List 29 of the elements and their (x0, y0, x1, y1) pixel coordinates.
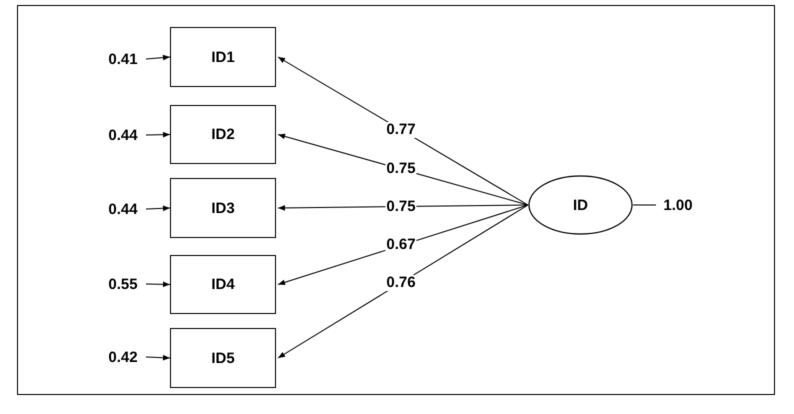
arrow (146, 54, 170, 60)
connector-line (632, 204, 656, 206)
variable-box (170, 105, 276, 164)
edge-label: 0.75 (385, 161, 417, 178)
variable-label: ID (573, 196, 588, 214)
arrow (278, 56, 528, 206)
variable-box (170, 255, 276, 314)
arrow (146, 354, 170, 360)
variable-label: ID2 (211, 126, 235, 143)
value-text: 1.00 (663, 196, 693, 214)
variable-box (170, 328, 276, 388)
value-text: 0.41 (108, 50, 138, 68)
arrow (278, 204, 528, 358)
variable-label: ID4 (211, 276, 235, 293)
variable-box (170, 27, 276, 87)
arrow (146, 282, 170, 288)
edge-label: 0.67 (385, 237, 417, 254)
value-text: 0.44 (108, 126, 138, 144)
value-text: 0.55 (108, 276, 138, 292)
variable-label: ID5 (211, 350, 235, 366)
arrow (146, 206, 170, 212)
variable-box (170, 178, 276, 238)
variable-label: ID3 (211, 200, 235, 216)
variable-label: ID1 (211, 48, 235, 66)
arrow (146, 132, 170, 138)
edge-label: 0.77 (385, 122, 417, 138)
value-text: 0.42 (108, 348, 138, 366)
value-text: 0.44 (108, 200, 138, 218)
edge-label: 0.76 (385, 274, 417, 291)
